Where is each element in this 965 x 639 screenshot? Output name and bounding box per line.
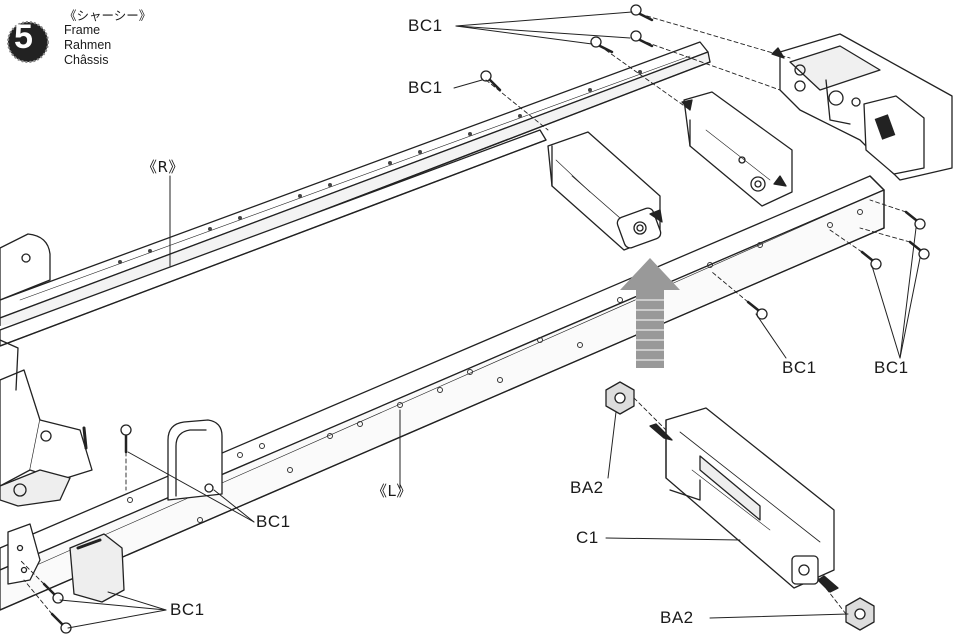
leader-lines [59, 11, 921, 629]
rail-label-left: 《L》 [372, 482, 412, 500]
part-label-ba2: BA2 [570, 478, 604, 497]
center-crossmember-rear [683, 91, 793, 207]
direction-arrows [649, 47, 839, 593]
screws [42, 4, 930, 634]
rear-end-assembly [779, 33, 953, 181]
install-arrow [620, 258, 680, 368]
left-rail-bracket [167, 419, 223, 501]
title-french: Châssis [64, 53, 109, 67]
part-label-bc1: BC1 [408, 16, 443, 35]
part-label-bc1: BC1 [782, 358, 817, 377]
front-crossmember [0, 339, 93, 507]
part-label-bc1: BC1 [874, 358, 909, 377]
step-number-badge [7, 21, 49, 63]
part-label-bc1: BC1 [256, 512, 291, 531]
part-label-ba2: BA2 [660, 608, 694, 627]
rail-label-right: 《R》 [142, 158, 184, 176]
right-rail-end-bracket [0, 233, 51, 301]
center-crossmember-upper [547, 131, 662, 251]
part-label-c1: C1 [576, 528, 599, 547]
title-german: Rahmen [64, 38, 112, 52]
lower-front-bracket [7, 523, 125, 603]
nut-ba2-lower [845, 597, 875, 631]
title-english: Frame [64, 23, 101, 37]
part-label-bc1: BC1 [170, 600, 205, 619]
assembly-guides [19, 13, 911, 615]
step-number: 5 [14, 18, 33, 56]
right-frame-rail-lower [0, 129, 547, 347]
part-label-bc1: BC1 [408, 78, 443, 97]
nut-ba2-upper [605, 381, 635, 415]
crossmember-c1 [665, 407, 835, 589]
step-title: 《シャーシー》 Frame Rahmen Châssis [64, 8, 151, 68]
title-japanese: 《シャーシー》 [64, 8, 152, 23]
